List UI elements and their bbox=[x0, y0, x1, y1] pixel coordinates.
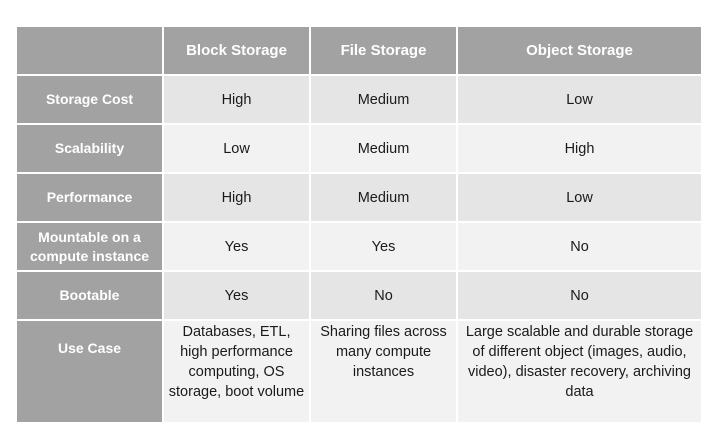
table-row-performance: Performance High Medium Low bbox=[17, 174, 701, 221]
row-label-use-case: Use Case bbox=[17, 321, 162, 422]
cell-file-performance: Medium bbox=[311, 174, 456, 221]
cell-object-mountable: No bbox=[458, 223, 701, 270]
header-row: Block Storage File Storage Object Storag… bbox=[17, 27, 701, 74]
cell-file-storage-cost: Medium bbox=[311, 76, 456, 123]
cell-block-mountable: Yes bbox=[164, 223, 309, 270]
cell-file-bootable: No bbox=[311, 272, 456, 319]
cell-file-scalability: Medium bbox=[311, 125, 456, 172]
header-file-storage: File Storage bbox=[311, 27, 456, 74]
table-row-use-case: Use Case Databases, ETL, high performanc… bbox=[17, 321, 701, 422]
cell-block-scalability: Low bbox=[164, 125, 309, 172]
header-corner-cell bbox=[17, 27, 162, 74]
table-row-scalability: Scalability Low Medium High bbox=[17, 125, 701, 172]
row-label-mountable: Mountable on a compute instance bbox=[17, 223, 162, 270]
cell-object-scalability: High bbox=[458, 125, 701, 172]
row-label-bootable: Bootable bbox=[17, 272, 162, 319]
cell-object-use-case: Large scalable and durable storage of di… bbox=[458, 321, 701, 422]
row-label-storage-cost: Storage Cost bbox=[17, 76, 162, 123]
cell-block-storage-cost: High bbox=[164, 76, 309, 123]
cell-block-performance: High bbox=[164, 174, 309, 221]
row-label-performance: Performance bbox=[17, 174, 162, 221]
table-row-bootable: Bootable Yes No No bbox=[17, 272, 701, 319]
header-block-storage: Block Storage bbox=[164, 27, 309, 74]
table-row-storage-cost: Storage Cost High Medium Low bbox=[17, 76, 701, 123]
storage-comparison-table: Block Storage File Storage Object Storag… bbox=[15, 25, 703, 424]
cell-file-mountable: Yes bbox=[311, 223, 456, 270]
cell-block-bootable: Yes bbox=[164, 272, 309, 319]
cell-object-storage-cost: Low bbox=[458, 76, 701, 123]
cell-block-use-case: Databases, ETL, high performance computi… bbox=[164, 321, 309, 422]
cell-object-bootable: No bbox=[458, 272, 701, 319]
cell-file-use-case: Sharing files across many compute instan… bbox=[311, 321, 456, 422]
header-object-storage: Object Storage bbox=[458, 27, 701, 74]
row-label-scalability: Scalability bbox=[17, 125, 162, 172]
table-row-mountable: Mountable on a compute instance Yes Yes … bbox=[17, 223, 701, 270]
cell-object-performance: Low bbox=[458, 174, 701, 221]
comparison-table-container: Block Storage File Storage Object Storag… bbox=[15, 25, 703, 424]
